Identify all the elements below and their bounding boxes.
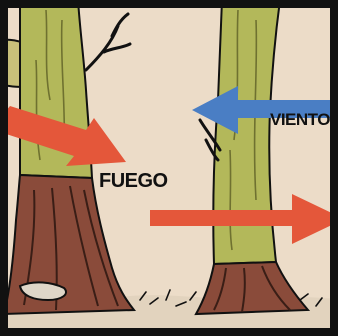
wind-direction-arrow-icon <box>192 86 338 134</box>
right-tree-branch <box>198 118 222 162</box>
fire-direction-arrow-icon <box>0 106 126 166</box>
fire-direction-arrow-right-icon <box>150 194 338 244</box>
wind-label: VIENTO <box>270 110 330 129</box>
right-base-bark-lines <box>213 265 291 313</box>
debris <box>139 289 323 307</box>
rock <box>18 281 67 302</box>
fire-label: FUEGO <box>99 170 168 192</box>
left-tree-base <box>2 173 137 316</box>
left-tree-branches <box>84 12 132 72</box>
left-base-bark-lines <box>23 185 119 311</box>
